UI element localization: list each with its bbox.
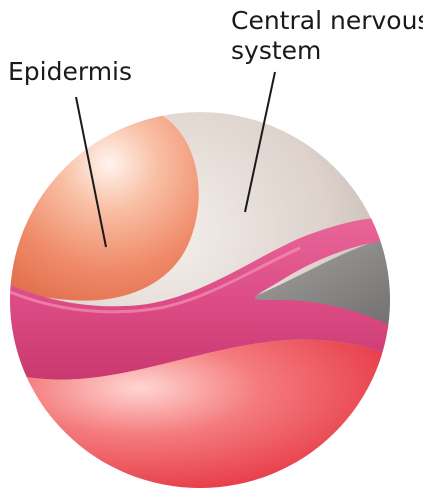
embryo-diagram — [0, 0, 423, 493]
